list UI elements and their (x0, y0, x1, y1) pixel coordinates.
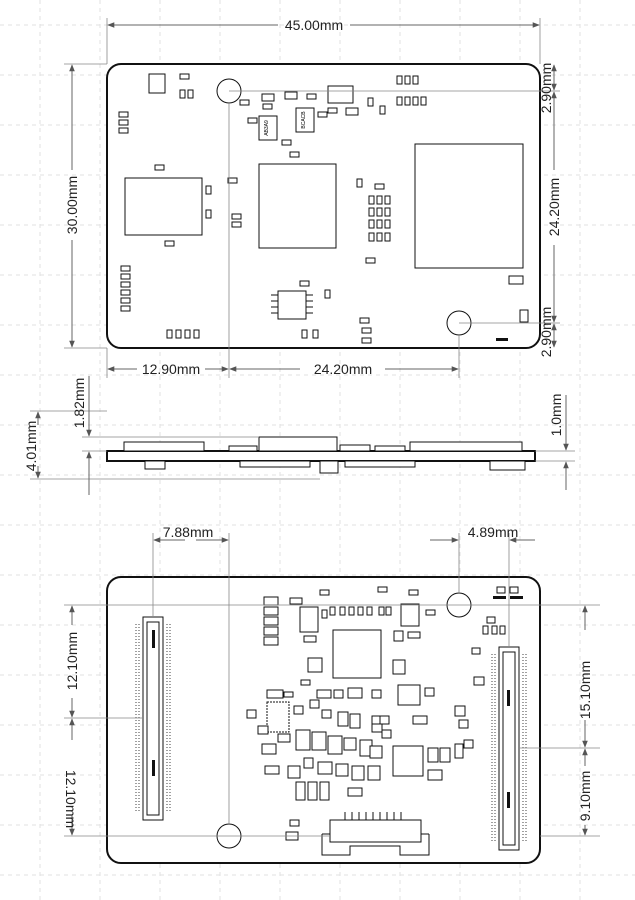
dim-right-connector-offset: 4.89mm (468, 524, 519, 540)
bottom-connector-right (491, 646, 527, 851)
top-crystal (327, 85, 354, 104)
top-small-ic (271, 290, 313, 320)
top-chip-left (124, 177, 203, 236)
dim-hole-left-offset: 12.90mm (142, 361, 200, 377)
top-view: AB3A9 BCACB (106, 63, 541, 349)
dim-board-height: 30.00mm (64, 176, 80, 234)
bottom-view (106, 576, 541, 864)
top-chip-center (258, 163, 337, 249)
side-view-dimensions: 1.82mm 4.01mm 1.0mm (23, 376, 575, 495)
top-view-dimensions: 45.00mm 30.00mm 2.90mm 24.20mm 2.90mm 12… (64, 17, 562, 378)
top-transistor (148, 73, 166, 94)
dim-left-lower: 12.10mm (63, 770, 79, 828)
bottom-board-outline (106, 576, 541, 864)
top-marked-package-right (295, 107, 315, 133)
bottom-view-dimensions: 7.88mm 4.89mm 12.10mm 12.10mm 15.10mm 9.… (63, 524, 600, 837)
dim-side-top-height: 1.82mm (71, 378, 87, 429)
top-chip-right (414, 143, 524, 269)
dim-side-total-height: 4.01mm (23, 421, 39, 472)
top-marking-right: BCACB (301, 111, 307, 129)
side-view (106, 436, 536, 474)
top-marked-package-left (258, 115, 278, 141)
dim-board-width: 45.00mm (285, 17, 343, 33)
dim-hole-vertical-spacing: 24.20mm (546, 178, 562, 236)
bottom-passives (246, 586, 523, 841)
dim-hole-top-offset: 2.90mm (538, 63, 554, 114)
dim-left-upper: 12.10mm (64, 632, 80, 690)
bottom-fpc-connector (321, 812, 430, 856)
bottom-chip-small (392, 745, 424, 777)
top-marking-left: AB3A9 (264, 120, 270, 136)
dim-board-thickness: 1.0mm (548, 394, 564, 437)
dim-hole-horizontal-spacing: 24.20mm (314, 361, 372, 377)
dim-right-upper: 15.10mm (577, 661, 593, 719)
dim-left-connector-offset: 7.88mm (163, 524, 214, 540)
side-board-outline (106, 450, 536, 462)
bottom-chip-main (332, 629, 382, 679)
dim-hole-bottom-offset: 2.90mm (538, 307, 554, 358)
dim-right-lower: 9.10mm (577, 771, 593, 822)
top-passives (118, 73, 529, 344)
